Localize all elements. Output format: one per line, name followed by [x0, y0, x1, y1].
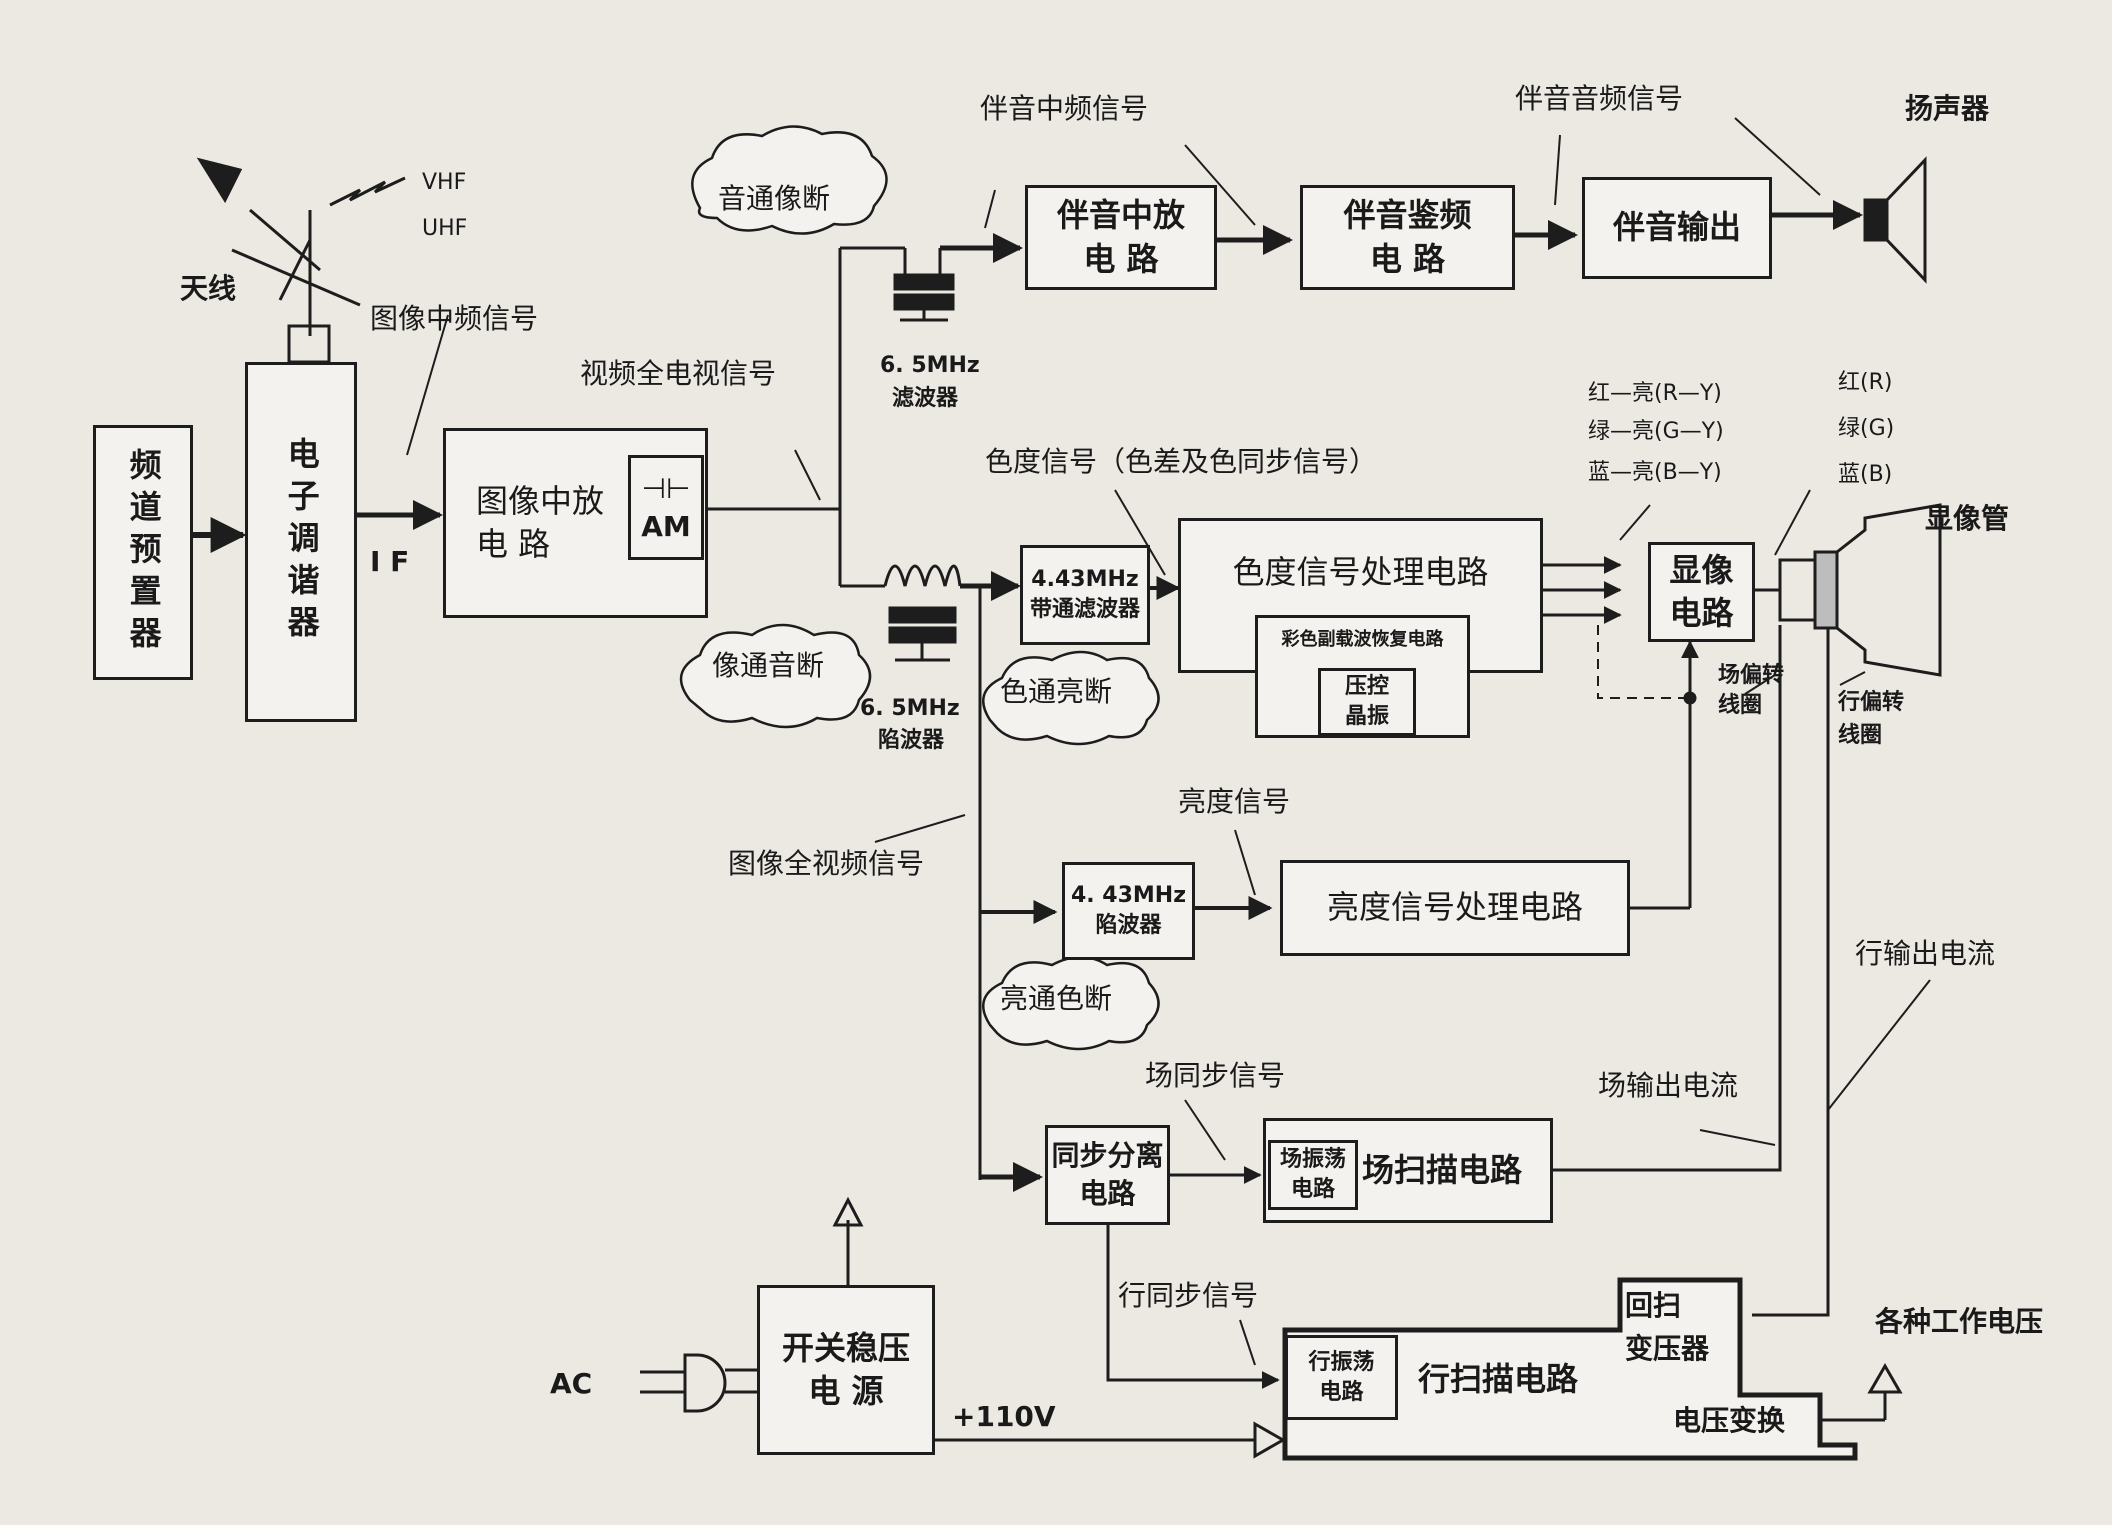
electronic-tuner-box: 电子调谐器 — [245, 362, 357, 722]
sound-audio-signal-label: 伴音音频信号 — [1515, 82, 1684, 115]
vertical-oscillator-box: 场振荡电路 — [1268, 1140, 1358, 1210]
sync-sep-line2: 电路 — [1079, 1177, 1136, 1210]
subcarrier-recovery-label: 彩色副载波恢复电路 — [1281, 629, 1444, 650]
antenna-label: 天线 — [180, 272, 237, 305]
electronic-tuner-label: 电子调谐器 — [282, 437, 321, 647]
trap-443-line1: 4. 43MHz — [1070, 883, 1187, 909]
cloud-luma-pass-shape — [982, 955, 1160, 1051]
ac-plug-icon — [640, 1353, 760, 1413]
filter-6-5mhz-icon — [893, 248, 955, 322]
sound-disc-line2: 电 路 — [1369, 239, 1446, 278]
horizontal-output-current-label: 行输出电流 — [1855, 937, 1996, 970]
color-diff-r: 红—亮(R—Y) — [1588, 381, 1722, 406]
trap-443-line2: 陷波器 — [1095, 913, 1162, 938]
uhf-label: UHF — [422, 216, 468, 241]
trap-65-name: 陷波器 — [878, 728, 945, 753]
vertical-sync-signal-label: 场同步信号 — [1145, 1059, 1286, 1092]
cloud-color-pass-shape — [982, 650, 1160, 746]
h-osc-line1: 行振荡 — [1308, 1349, 1375, 1375]
sync-separator-box: 同步分离电路 — [1045, 1125, 1170, 1225]
image-full-video-signal-label: 图像全视频信号 — [728, 847, 925, 880]
chroma-signal-label: 色度信号（色差及色同步信号） — [985, 445, 1378, 478]
am-label: AM — [641, 509, 691, 543]
video-output-line1: 显像 — [1669, 550, 1734, 589]
working-voltages-label: 各种工作电压 — [1875, 1305, 2044, 1338]
am-detector-box: ⊣⊢ AM — [628, 455, 704, 560]
crt-icon — [1778, 503, 1942, 677]
sound-output-box: 伴音输出 — [1582, 177, 1772, 279]
vhf-label: VHF — [422, 170, 467, 195]
speaker-label: 扬声器 — [1905, 92, 1990, 125]
cloud-image-pass-shape — [679, 623, 872, 729]
rgb-g: 绿(G) — [1838, 416, 1895, 441]
speaker-icon — [1863, 156, 1927, 284]
video-if-amp-line1: 图像中放 — [476, 481, 605, 520]
h-osc-line2: 电路 — [1319, 1379, 1364, 1405]
sound-if-amp-line2: 电 路 — [1083, 239, 1159, 278]
vertical-output-current-label: 场输出电流 — [1598, 1069, 1739, 1102]
color-diff-b: 蓝—亮(B—Y) — [1588, 460, 1722, 485]
psu-line1: 开关稳压 — [781, 1328, 910, 1367]
chroma-processing-label: 色度信号处理电路 — [1232, 553, 1489, 591]
v110-label: +110V — [952, 1400, 1056, 1433]
tuner-preset-box: 频道预置器 — [93, 425, 193, 680]
vertical-yoke-line2: 线圈 — [1718, 693, 1763, 718]
if-label: I F — [370, 545, 410, 578]
antenna-icon — [196, 157, 406, 336]
video-output-line2: 电路 — [1669, 594, 1734, 632]
video-if-amp-line2: 电 路 — [476, 525, 551, 563]
luma-processing-label: 亮度信号处理电路 — [1326, 888, 1583, 927]
luma-processing-box: 亮度信号处理电路 — [1280, 860, 1630, 956]
ac-label: AC — [550, 1367, 593, 1400]
vertical-yoke-line1: 场偏转 — [1718, 663, 1785, 688]
horizontal-scan-label: 行扫描电路 — [1418, 1360, 1579, 1398]
filter-65-name: 滤波器 — [892, 386, 959, 411]
vcxo-line1: 压控 — [1344, 674, 1389, 700]
horizontal-oscillator-box: 行振荡电路 — [1285, 1335, 1398, 1420]
tuner-preset-label: 频道预置器 — [124, 447, 163, 658]
sound-if-amp-line1: 伴音中放 — [1056, 196, 1185, 235]
vcxo-line2: 晶振 — [1344, 704, 1389, 729]
diode-icon: ⊣⊢ — [641, 471, 691, 505]
cloud-sound-pass-shape — [691, 125, 888, 235]
vertical-scan-label: 场扫描电路 — [1361, 1150, 1522, 1189]
vcxo-box: 压控晶振 — [1318, 668, 1416, 736]
video-full-tv-signal-label: 视频全电视信号 — [580, 357, 777, 390]
cloud-sound-pass-label: 音通像断 — [718, 182, 831, 215]
filter-65-freq: 6. 5MHz — [880, 353, 980, 378]
trap-443-box: 4. 43MHz 陷波器 — [1062, 862, 1195, 960]
crt-label: 显像管 — [1925, 502, 2010, 535]
rgb-b: 蓝(B) — [1838, 462, 1893, 487]
bandpass-line2: 带通滤波器 — [1029, 597, 1140, 622]
video-output-box: 显像电路 — [1648, 542, 1755, 642]
cloud-color-pass-label: 色通亮断 — [1000, 675, 1113, 708]
sync-sep-line1: 同步分离 — [1051, 1139, 1164, 1173]
sound-output-label: 伴音输出 — [1612, 208, 1741, 247]
v-osc-line2: 电路 — [1290, 1177, 1335, 1202]
color-diff-g: 绿—亮(G—Y) — [1588, 419, 1724, 444]
flyback-line1: 回扫 — [1625, 1289, 1682, 1322]
bandpass-line1: 4.43MHz — [1031, 567, 1139, 593]
psu-line2: 电 源 — [808, 1372, 884, 1410]
power-supply-box: 开关稳压电 源 — [757, 1285, 935, 1455]
horizontal-sync-signal-label: 行同步信号 — [1118, 1279, 1259, 1312]
sound-if-amp-box: 伴音中放电 路 — [1025, 185, 1217, 290]
bandpass-443-box: 4.43MHz 带通滤波器 — [1020, 545, 1150, 645]
flyback-line2: 变压器 — [1625, 1332, 1710, 1365]
sound-if-signal-label: 伴音中频信号 — [980, 92, 1149, 125]
cloud-image-pass-label: 像通音断 — [712, 649, 825, 682]
horizontal-yoke-line1: 行偏转 — [1838, 690, 1905, 715]
rgb-r: 红(R) — [1838, 370, 1893, 395]
voltage-conversion-label: 电压变换 — [1673, 1404, 1786, 1437]
image-if-signal-label: 图像中频信号 — [370, 302, 539, 335]
trap-6-5mhz-icon — [883, 564, 962, 662]
sound-disc-line1: 伴音鉴频 — [1343, 196, 1472, 235]
v-osc-line1: 场振荡 — [1279, 1147, 1346, 1173]
cloud-luma-pass-label: 亮通色断 — [1000, 982, 1113, 1015]
luma-signal-label: 亮度信号 — [1178, 785, 1291, 818]
horizontal-yoke-line2: 线圈 — [1838, 723, 1883, 748]
sound-discriminator-box: 伴音鉴频电 路 — [1300, 185, 1515, 290]
trap-65-freq: 6. 5MHz — [860, 696, 960, 721]
